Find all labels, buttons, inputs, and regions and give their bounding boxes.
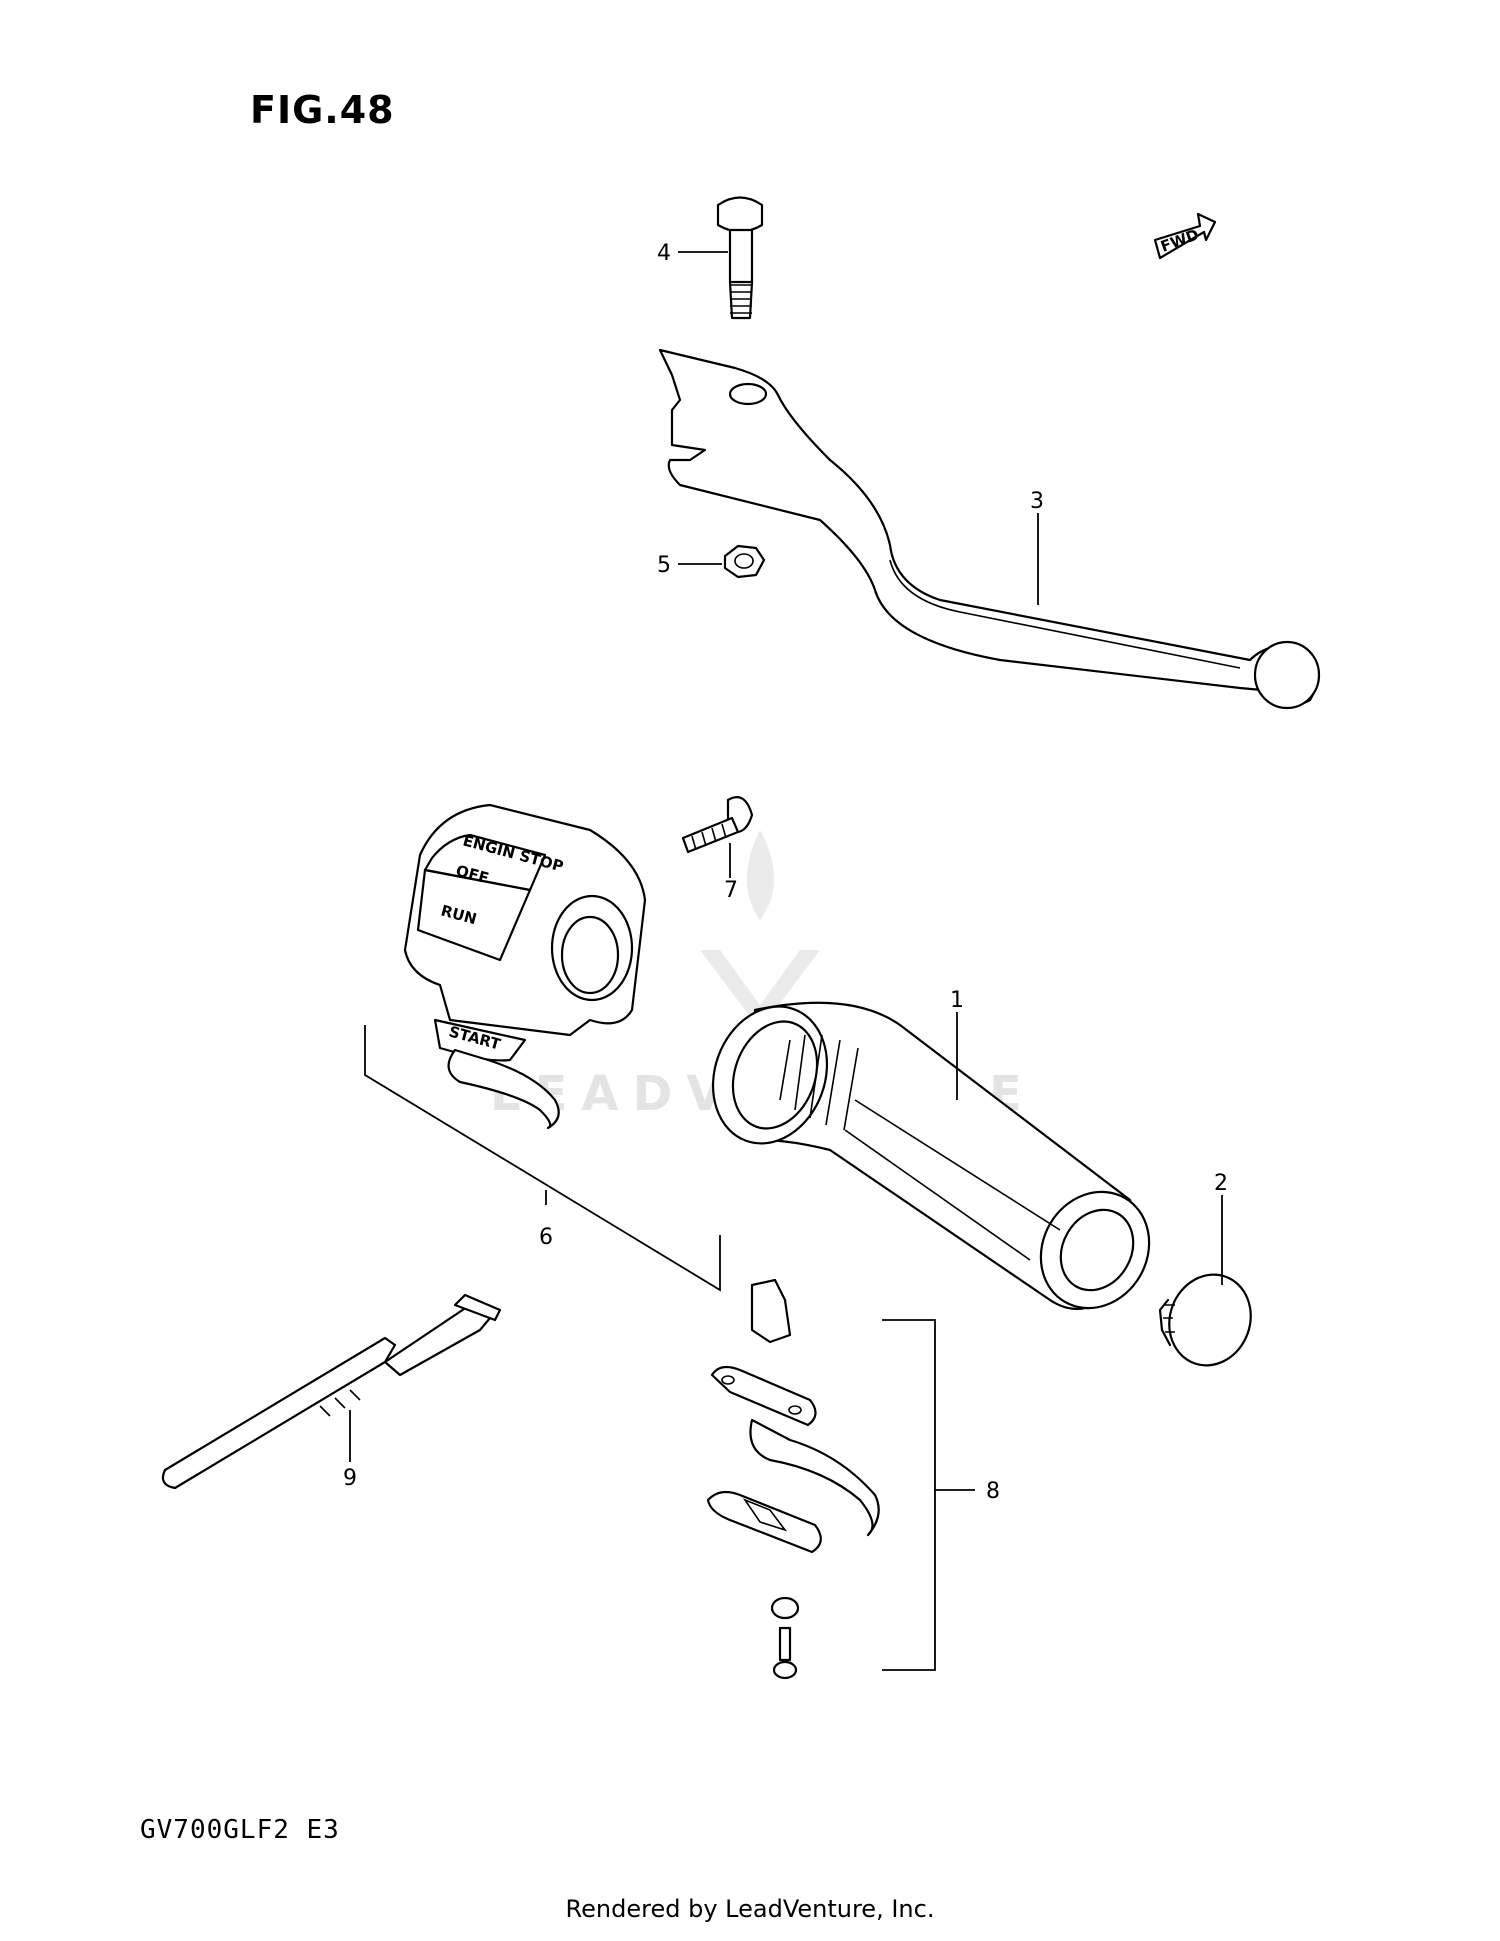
fwd-arrow: FWD bbox=[1153, 212, 1217, 260]
fwd-label: FWD bbox=[1158, 225, 1201, 255]
render-credit: Rendered by LeadVenture, Inc. bbox=[565, 1895, 935, 1923]
callout-3: 3 bbox=[1030, 489, 1044, 514]
part-9-cable-tie bbox=[161, 1293, 502, 1490]
part-1-grip bbox=[711, 1001, 1151, 1310]
callout-5: 5 bbox=[657, 553, 671, 578]
callout-9: 9 bbox=[343, 1466, 357, 1491]
part-2-end-cap bbox=[1158, 1273, 1252, 1367]
part-8-clamp-set bbox=[706, 1278, 936, 1680]
callout-4: 4 bbox=[657, 241, 671, 266]
callout-1: 1 bbox=[950, 988, 964, 1013]
callout-6: 6 bbox=[539, 1225, 553, 1250]
part-5-nut bbox=[723, 544, 766, 579]
part-4-bolt bbox=[716, 196, 764, 320]
figure-title: FIG.48 bbox=[250, 88, 395, 132]
callout-7: 7 bbox=[724, 878, 738, 903]
part-6-switch-housing: ENGIN STOP OFF RUN START bbox=[364, 803, 721, 1292]
part-3-lever bbox=[658, 348, 1321, 710]
model-code: GV700GLF2 E3 bbox=[140, 1815, 340, 1845]
callout-2: 2 bbox=[1214, 1171, 1228, 1196]
callout-8: 8 bbox=[986, 1479, 1000, 1504]
part-7-screw bbox=[681, 796, 754, 854]
